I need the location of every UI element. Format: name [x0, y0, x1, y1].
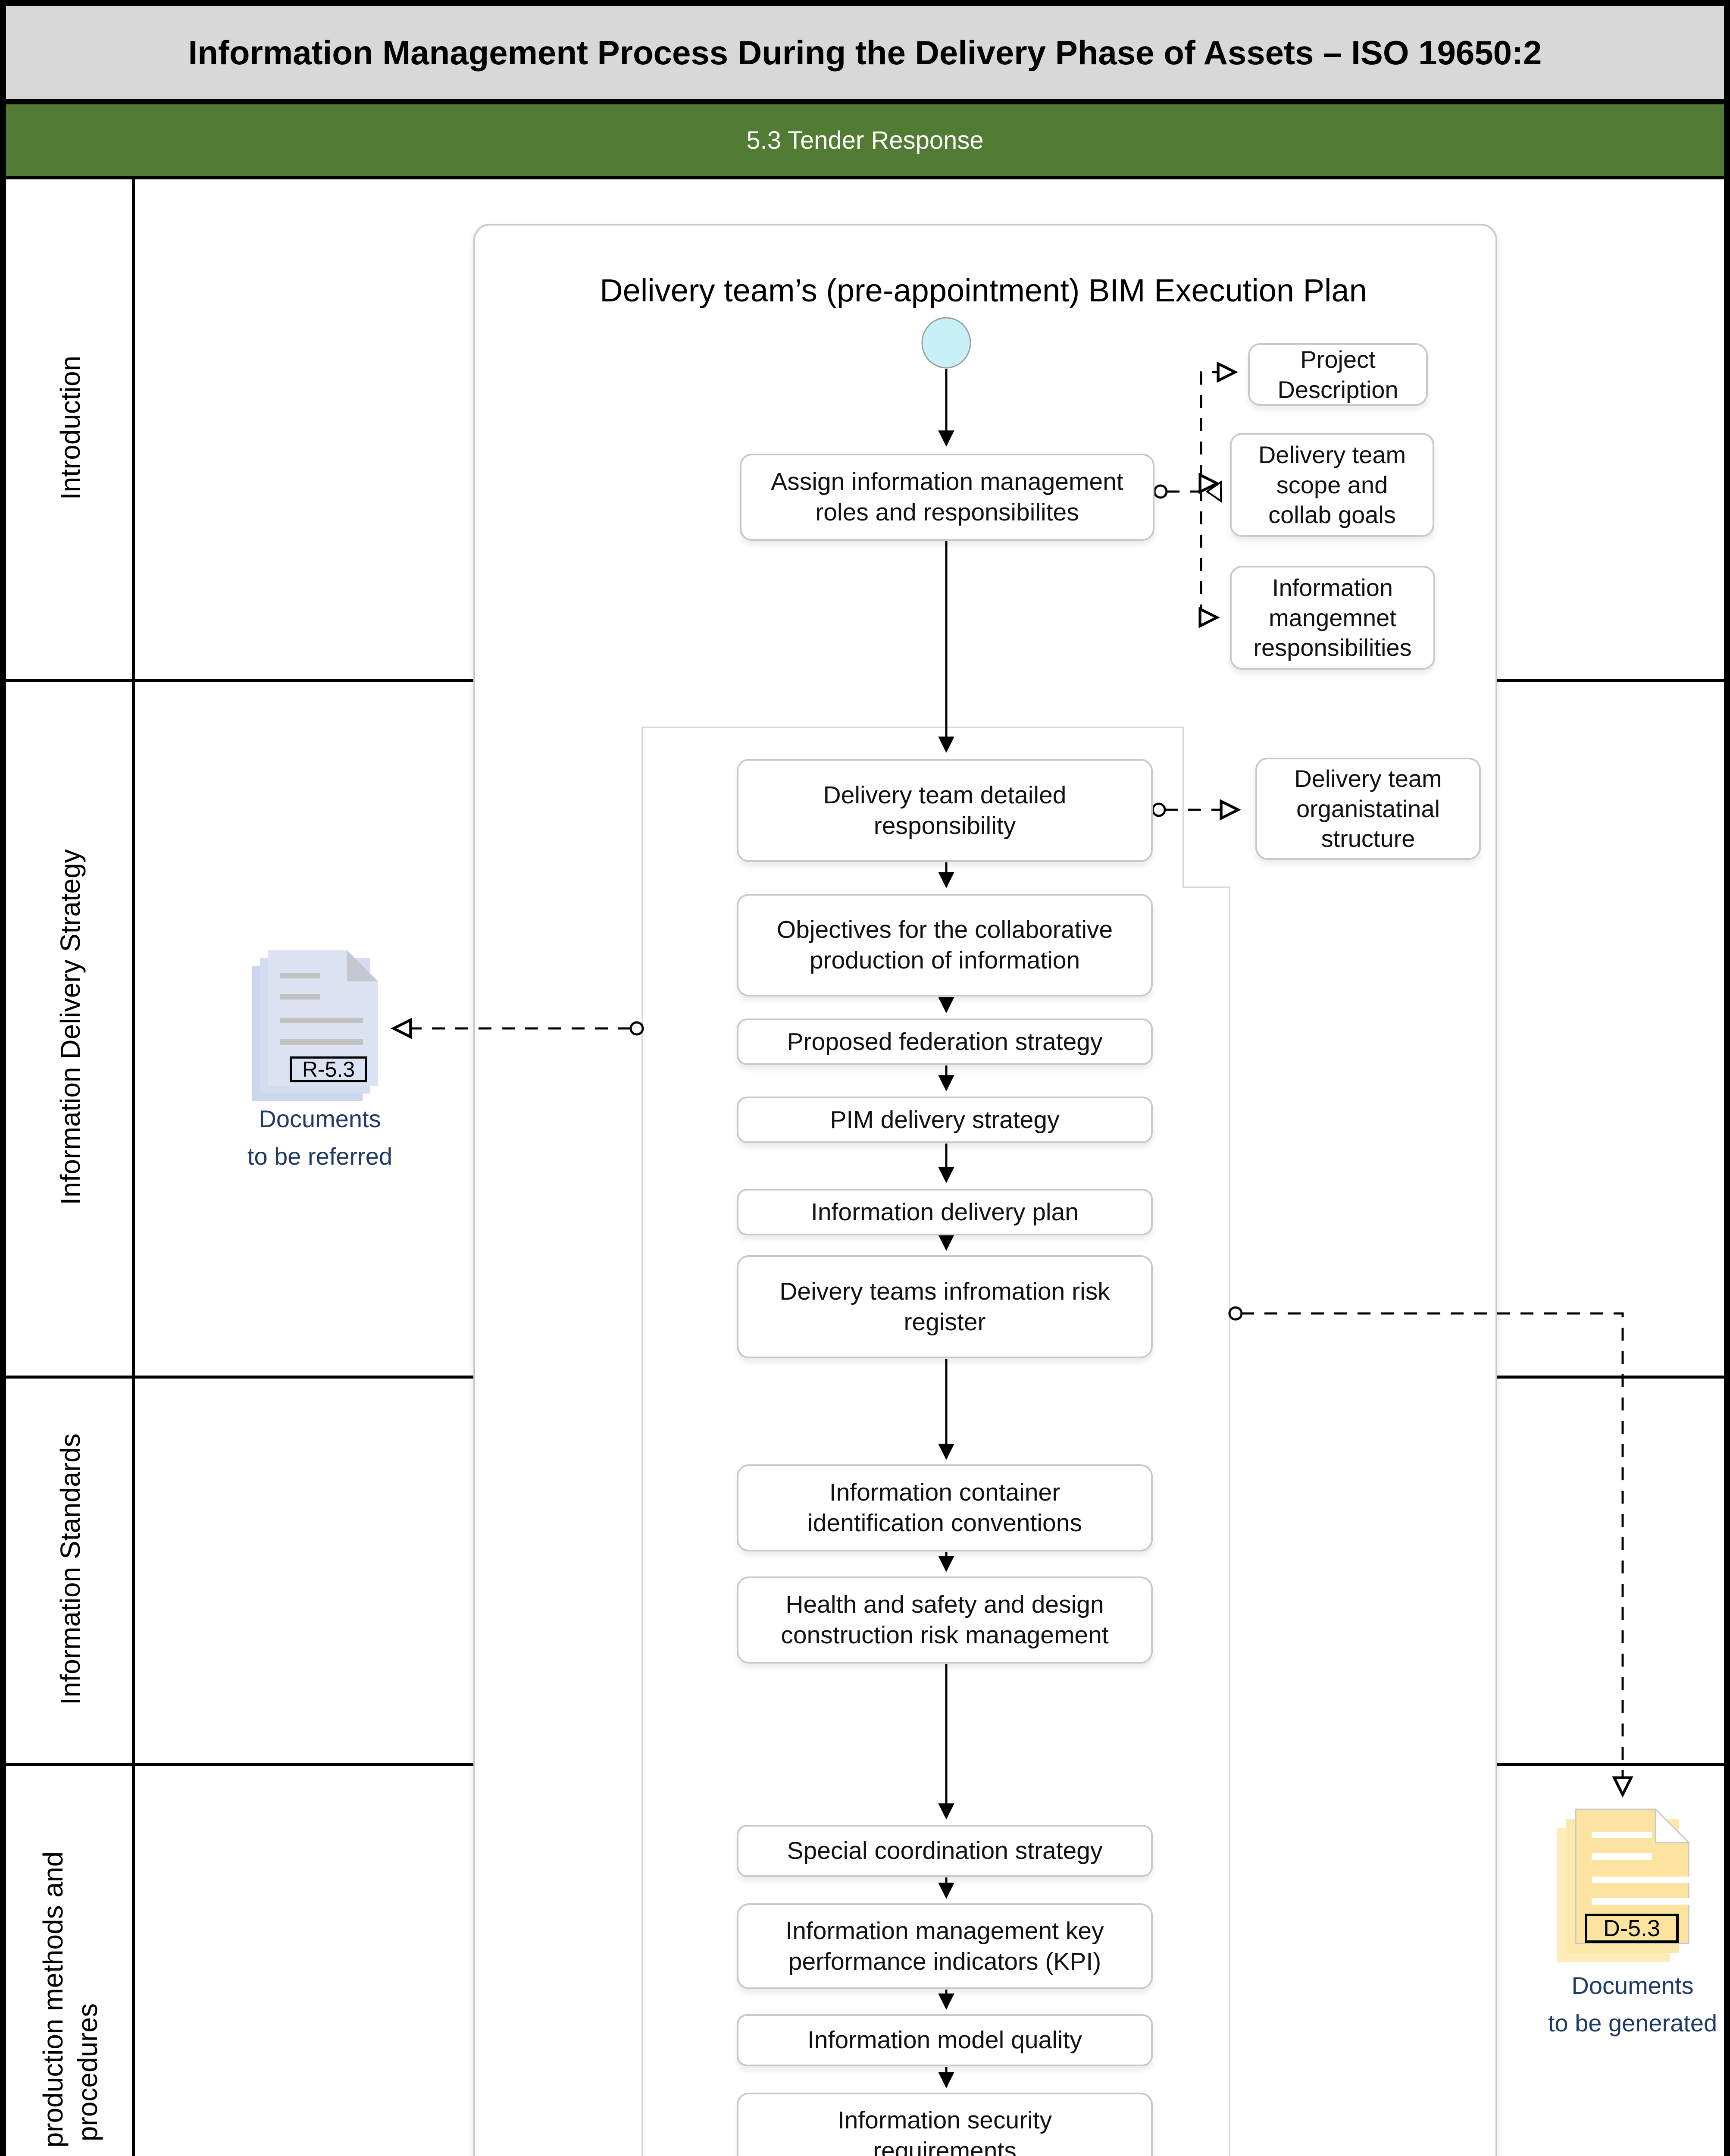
dashed-connectors: [391, 361, 1633, 1798]
side-box-project-description: Project Description: [1248, 343, 1428, 406]
green-bar-divider: [6, 176, 1724, 179]
title-divider: [6, 99, 1724, 104]
assign-connector-circle: [1153, 484, 1168, 499]
flow-box-detailed-responsibility: Delivery team detailed responsibility: [737, 759, 1153, 862]
side-box-organisational-structure: Delivery team organistatinal structure: [1255, 758, 1481, 860]
referred-doc-caption: Documents to be referred: [247, 1105, 393, 1170]
section-header-label: 5.3 Tender Response: [746, 126, 984, 154]
document-icon-referred: [252, 950, 378, 1101]
flow-box-health-safety: Health and safety and design constructio…: [737, 1576, 1153, 1664]
referred-connector-circle: [629, 1021, 644, 1036]
flow-box-security-requirements: Information security requirements: [737, 2093, 1153, 2156]
flow-box-assign-roles: Assign information management roles and …: [740, 454, 1154, 541]
flow-box-risk-register: Deivery teams infromation risk register: [737, 1255, 1153, 1358]
start-node: [921, 317, 971, 369]
section-header-bar: 5.3 Tender Response: [6, 104, 1724, 176]
flow-box-pim-delivery-strategy: PIM delivery strategy: [737, 1097, 1153, 1143]
flow-box-objectives-collaborative: Objectives for the collaborative product…: [737, 894, 1153, 997]
flow-box-container-identification: Information container identification con…: [737, 1464, 1153, 1551]
generated-doc-badge: D-5.3: [1585, 1914, 1679, 1943]
page-title: Information Management Process During th…: [188, 33, 1542, 72]
flow-arrows: [938, 369, 954, 2088]
page-title-bar: Information Management Process During th…: [6, 6, 1724, 99]
flow-box-kpi: Information management key performance i…: [737, 1903, 1153, 1989]
bep-group-bracket: [641, 727, 1230, 2156]
flow-box-coordination-strategy: Special coordination strategy: [737, 1825, 1153, 1877]
flow-box-information-delivery-plan: Information delivery plan: [737, 1189, 1153, 1235]
side-box-management-responsibilities: Information mangemnet responsibilities: [1230, 566, 1435, 670]
side-box-scope-collab-goals: Delivery team scope and collab goals: [1230, 433, 1434, 537]
sidebar-divider: [132, 176, 135, 2156]
generated-connector-circle: [1228, 1306, 1243, 1321]
flow-box-model-quality: Information model quality: [737, 2014, 1153, 2066]
junction-arrowhead: [1205, 480, 1222, 503]
diagram-title: Delivery team’s (pre-appointment) BIM Ex…: [600, 272, 1367, 308]
flow-box-federation-strategy: Proposed federation strategy: [737, 1018, 1153, 1065]
referred-doc-badge: R-5.3: [290, 1056, 367, 1082]
connector-circles: [629, 484, 1243, 1321]
generated-doc-caption: Documents to be generated: [1548, 1972, 1717, 2037]
detailed-connector-circle: [1151, 802, 1166, 817]
